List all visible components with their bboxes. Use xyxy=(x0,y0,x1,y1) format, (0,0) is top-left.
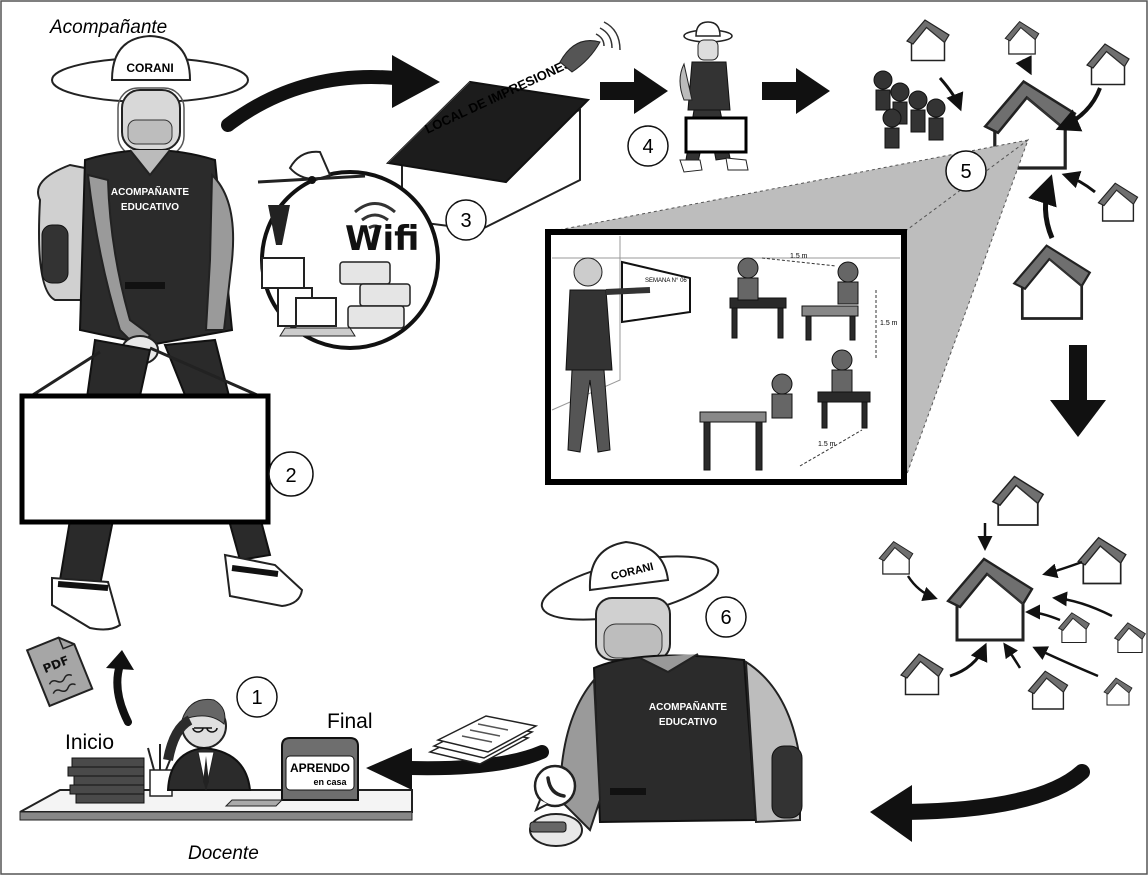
companion-figure: CORANI ACOMPAÑANTE EDUCATIVO xyxy=(37,34,304,631)
vest-6-line1: ACOMPAÑANTE xyxy=(649,700,727,713)
vest-6-line2: EDUCATIVO xyxy=(659,717,717,728)
vest-line2: EDUCATIVO xyxy=(121,202,179,213)
laptop-text-1: APRENDO xyxy=(290,761,350,775)
label-companion: Acompañante xyxy=(50,17,168,38)
walker-box xyxy=(684,116,748,154)
step-4: 4 xyxy=(642,136,653,158)
distance-2: 1.5 m xyxy=(880,320,898,327)
carried-box xyxy=(19,346,271,525)
step-6: 6 xyxy=(720,607,731,629)
flow-arrows xyxy=(106,55,1106,842)
distance-3: 1.5 m xyxy=(818,441,836,448)
step-1: 1 xyxy=(251,687,262,709)
walker-figure xyxy=(679,21,749,173)
wifi-printers-circle: Wifi xyxy=(257,150,440,350)
step-markers: 1 2 3 4 5 6 xyxy=(236,125,987,718)
pdf-icon: PDF xyxy=(25,636,94,708)
label-start: Inicio xyxy=(65,731,115,754)
label-end: Final xyxy=(327,710,373,733)
house-cluster-bottom xyxy=(878,475,1146,710)
children-group xyxy=(873,70,946,149)
teacher-desk-scene: APRENDO en casa xyxy=(19,698,413,821)
empty-box xyxy=(19,393,271,525)
classroom-inset: SEMANA N° 06 1.5 m 1.5 m 1.5 m xyxy=(545,229,907,485)
step-2: 2 xyxy=(285,465,296,487)
community-house xyxy=(946,557,1034,642)
step-3: 3 xyxy=(460,210,471,232)
print-shop: LOCAL DE IMPRESIONES xyxy=(385,21,621,232)
papers-stack-icon xyxy=(427,715,539,765)
whatsapp-icon xyxy=(533,764,577,813)
companion-figure-6: CORANI ACOMPAÑANTE EDUCATIVO xyxy=(529,540,803,847)
wifi-text: Wifi xyxy=(345,219,419,259)
vest-line1: ACOMPAÑANTE xyxy=(111,185,189,198)
hat-text: CORANI xyxy=(126,61,173,75)
distance-1: 1.5 m xyxy=(790,253,808,260)
step-5: 5 xyxy=(960,161,971,183)
house-cluster-top xyxy=(906,19,1139,320)
board-text: SEMANA N° 06 xyxy=(645,278,687,284)
label-teacher: Docente xyxy=(188,843,259,864)
laptop-text-2: en casa xyxy=(313,777,347,787)
